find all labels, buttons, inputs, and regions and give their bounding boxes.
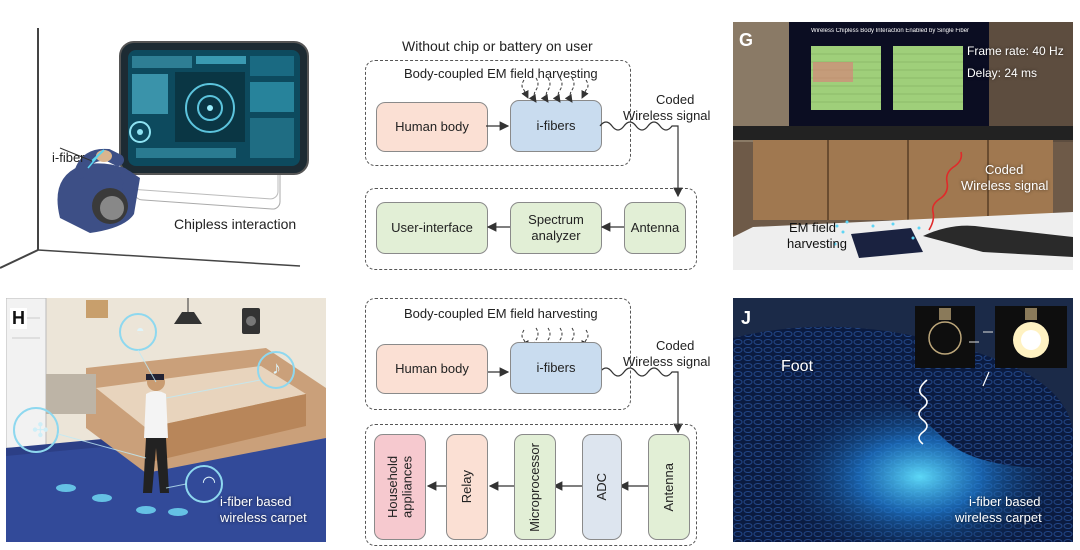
coded-label-top-2: Wireless signal <box>623 108 711 123</box>
harvest-label-top: Body-coupled EM field harvesting <box>404 66 598 81</box>
bedroom-illustration <box>6 298 326 542</box>
delay-label: Delay: 24 ms <box>967 66 1038 80</box>
i-fibers-box-bottom: i-fibers <box>510 342 602 394</box>
adc-box: ADC <box>582 434 622 540</box>
carpet-caption-h-2: wireless carpet <box>220 510 307 525</box>
coded-label-top-1: Coded <box>656 92 695 107</box>
relay-label: Relay <box>459 470 475 504</box>
coded-label-bottom-2: Wireless signal <box>623 354 711 369</box>
foot-label: Foot <box>781 358 814 375</box>
wifi-icon: ◠ <box>202 474 216 491</box>
panel-j-photo: J Foot i-fiber based wireless carpet <box>733 298 1073 542</box>
antenna-label-bottom: Antenna <box>661 462 677 512</box>
antenna-box-top: Antenna <box>624 202 686 254</box>
ceiling-lamp-icon: ◓ <box>136 322 145 338</box>
panel-j-letter: J <box>741 308 752 328</box>
panel-g-letter: G <box>739 30 754 50</box>
i-fiber-label: i-fiber <box>52 150 85 165</box>
coded-label-bottom-1: Coded <box>656 338 695 353</box>
em-field-label-1: EM field <box>789 220 836 235</box>
harvest-group-bottom <box>365 298 631 410</box>
panel-h-bedroom: H ✣ ♪ ◓ ◠ i-fiber based wireless carpet <box>6 298 326 542</box>
room-illustration <box>0 28 309 269</box>
harvest-group-top <box>365 60 631 166</box>
receiver-group-bottom <box>365 424 697 546</box>
i-fibers-box-top: i-fibers <box>510 100 602 152</box>
screen-title: Wireless Chipless Body Interaction Enabl… <box>810 28 970 34</box>
relay-box: Relay <box>446 434 488 540</box>
household-appliances-box: Household appliances <box>374 434 426 540</box>
spectrum-analyzer-box: Spectrum analyzer <box>510 202 602 254</box>
music-note-icon: ♪ <box>272 358 281 378</box>
g-coded-label-2: Wireless signal <box>961 178 1049 193</box>
panel-h-letter: H <box>10 308 27 329</box>
panel-chipless-interaction: i-fiber Chipless interaction <box>0 28 330 273</box>
em-field-label-2: harvesting <box>787 236 847 251</box>
harvest-label-bottom: Body-coupled EM field harvesting <box>404 306 598 321</box>
microprocessor-box: Microprocessor <box>514 434 556 540</box>
user-interface-box: User-interface <box>376 202 488 254</box>
microprocessor-label: Microprocessor <box>527 442 543 532</box>
human-body-box-top: Human body <box>376 102 488 152</box>
receiver-group-top <box>365 188 697 270</box>
g-coded-label-1: Coded <box>985 162 1024 177</box>
antenna-box-bottom: Antenna <box>648 434 690 540</box>
spectrum-label-1: Spectrum <box>528 212 584 228</box>
carpet-scene <box>733 298 1073 542</box>
chipless-caption: Chipless interaction <box>174 216 297 232</box>
fan-icon: ✣ <box>32 420 49 442</box>
carpet-caption-h-1: i-fiber based <box>220 494 292 509</box>
carpet-caption-j-2: wireless carpet <box>955 510 1042 525</box>
lab-scene <box>733 22 1073 270</box>
frame-rate-label: Frame rate: 40 Hz <box>967 44 1064 58</box>
panel-g-photo: G Wireless Chipless Body Interaction Ena… <box>733 22 1073 270</box>
human-body-box-bottom: Human body <box>376 344 488 394</box>
diagram-top-title: Without chip or battery on user <box>402 38 593 54</box>
spectrum-label-2: analyzer <box>531 228 581 243</box>
carpet-caption-j-1: i-fiber based <box>969 494 1041 509</box>
adc-label: ADC <box>594 473 610 501</box>
household-appliances-label: Household appliances <box>384 455 414 519</box>
